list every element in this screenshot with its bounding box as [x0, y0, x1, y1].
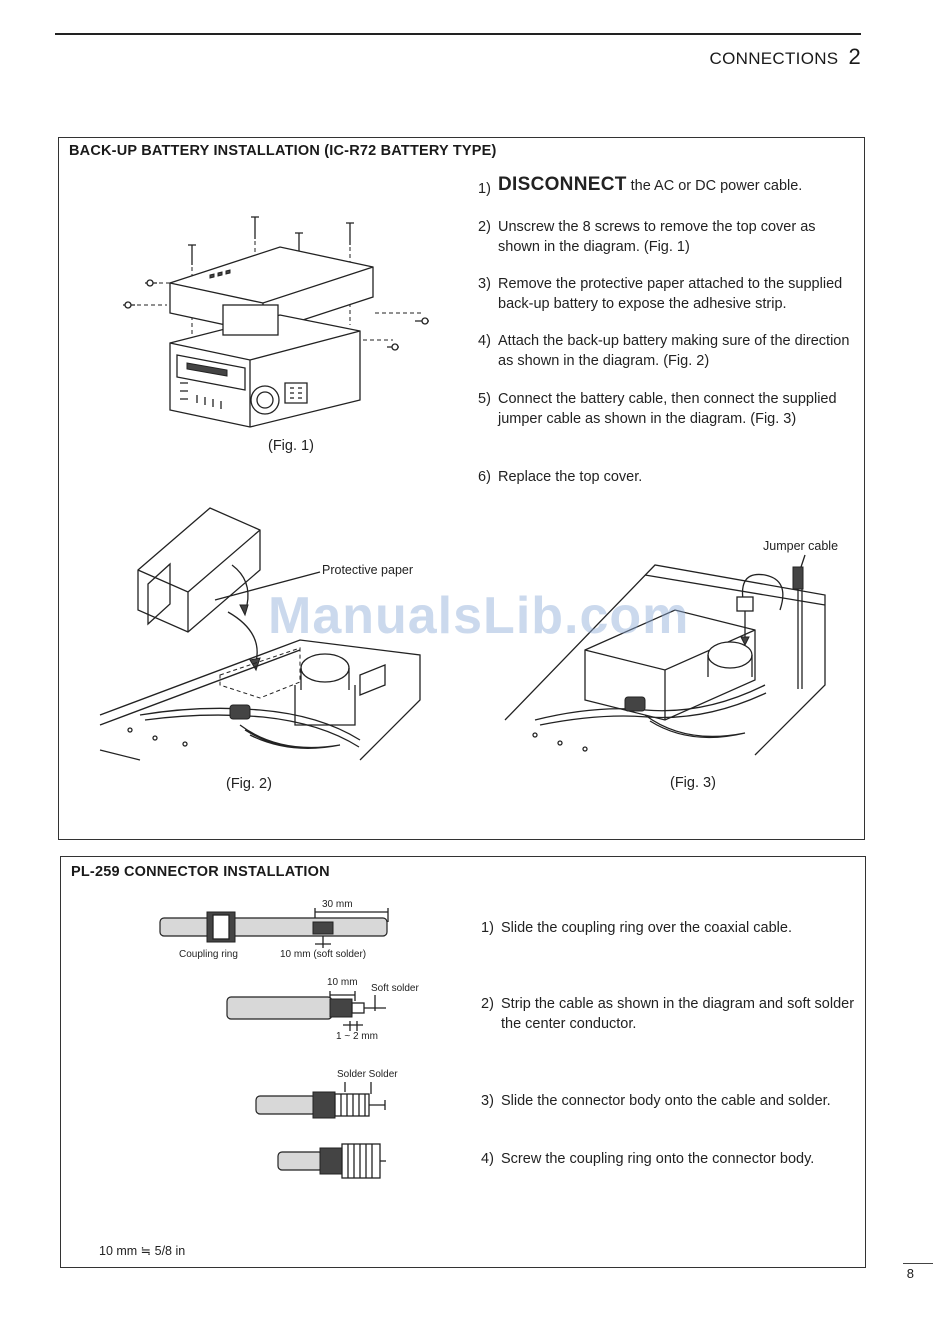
- watermark: ManualsLib.com: [268, 587, 690, 645]
- dim-1-2mm-label: 1 ~ 2 mm: [336, 1031, 378, 1042]
- coupling-ring-label: Coupling ring: [179, 949, 238, 960]
- connector-step-4: 4) Screw the coupling ring onto the conn…: [481, 1151, 815, 1167]
- battery-step-3: 3) Remove the protective paper attached …: [478, 276, 843, 312]
- capacitor: [300, 653, 350, 683]
- fig2-caption: (Fig. 2): [226, 776, 272, 792]
- jumper-cable-label: Jumper cable: [763, 539, 839, 553]
- battery-section-title: BACK-UP BATTERY INSTALLATION (IC-R72 BAT…: [69, 143, 497, 159]
- solder-labels: Solder Solder: [337, 1069, 398, 1080]
- coax-step2-diagram: [226, 991, 386, 1031]
- chapter-number: 2: [848, 44, 861, 69]
- battery-step-2: 2) Unscrew the 8 screws to remove the to…: [478, 219, 816, 255]
- backup-battery: [137, 507, 261, 633]
- battery-step-5: 5) Connect the battery cable, then conne…: [478, 391, 837, 427]
- top-cover: [169, 246, 374, 334]
- soft-solder-label: Soft solder: [371, 983, 419, 994]
- arrow-icon: [231, 564, 249, 606]
- installed-battery: [584, 609, 756, 721]
- connector-installation-box: [60, 856, 866, 1268]
- dim-10mm-soft-solder-label: 10 mm (soft solder): [280, 949, 367, 960]
- connector-step-1: 1) Slide the coupling ring over the coax…: [481, 920, 792, 936]
- tuning-knob: [250, 385, 280, 415]
- battery-installation-box: [58, 137, 865, 840]
- connector-section-title: PL-259 CONNECTOR INSTALLATION: [71, 864, 330, 880]
- fig3-caption: (Fig. 3): [670, 775, 716, 791]
- header-rule: [55, 33, 861, 35]
- protective-paper-label: Protective paper: [322, 563, 414, 577]
- connector-step-2: 2) Strip the cable as shown in the diagr…: [481, 996, 855, 1032]
- battery-step-1: 1) DISCONNECT the AC or DC power cable.: [478, 174, 803, 198]
- dim-10mm-label: 10 mm: [327, 977, 358, 988]
- page-number: 8: [906, 1266, 914, 1281]
- section-title: CONNECTIONS: [709, 49, 839, 68]
- coax-step1-diagram: [159, 908, 389, 948]
- coax-step4-diagram: [277, 1143, 386, 1179]
- battery-step-4: 4) Attach the back-up battery making sur…: [478, 333, 850, 369]
- dim-30mm-label: 30 mm: [322, 899, 353, 910]
- fig1-caption: (Fig. 1): [268, 438, 314, 454]
- page-number-rule: [903, 1263, 933, 1264]
- coax-step3-diagram: [255, 1082, 386, 1119]
- battery-step-6: 6) Replace the top cover.: [478, 469, 643, 485]
- connector-step-3: 3) Slide the connector body onto the cab…: [481, 1093, 831, 1109]
- page-header: CONNECTIONS 2: [710, 44, 861, 70]
- fig3-jumper-diagram: [504, 554, 826, 756]
- footnote-conversion: 10 mm ≒ 5/8 in: [99, 1244, 186, 1258]
- fig2-battery-diagram: [99, 507, 421, 761]
- disconnect-emphasis: DISCONNECT: [498, 174, 627, 195]
- screw-icon: [188, 216, 354, 265]
- fig1-receiver-diagram: [123, 216, 429, 428]
